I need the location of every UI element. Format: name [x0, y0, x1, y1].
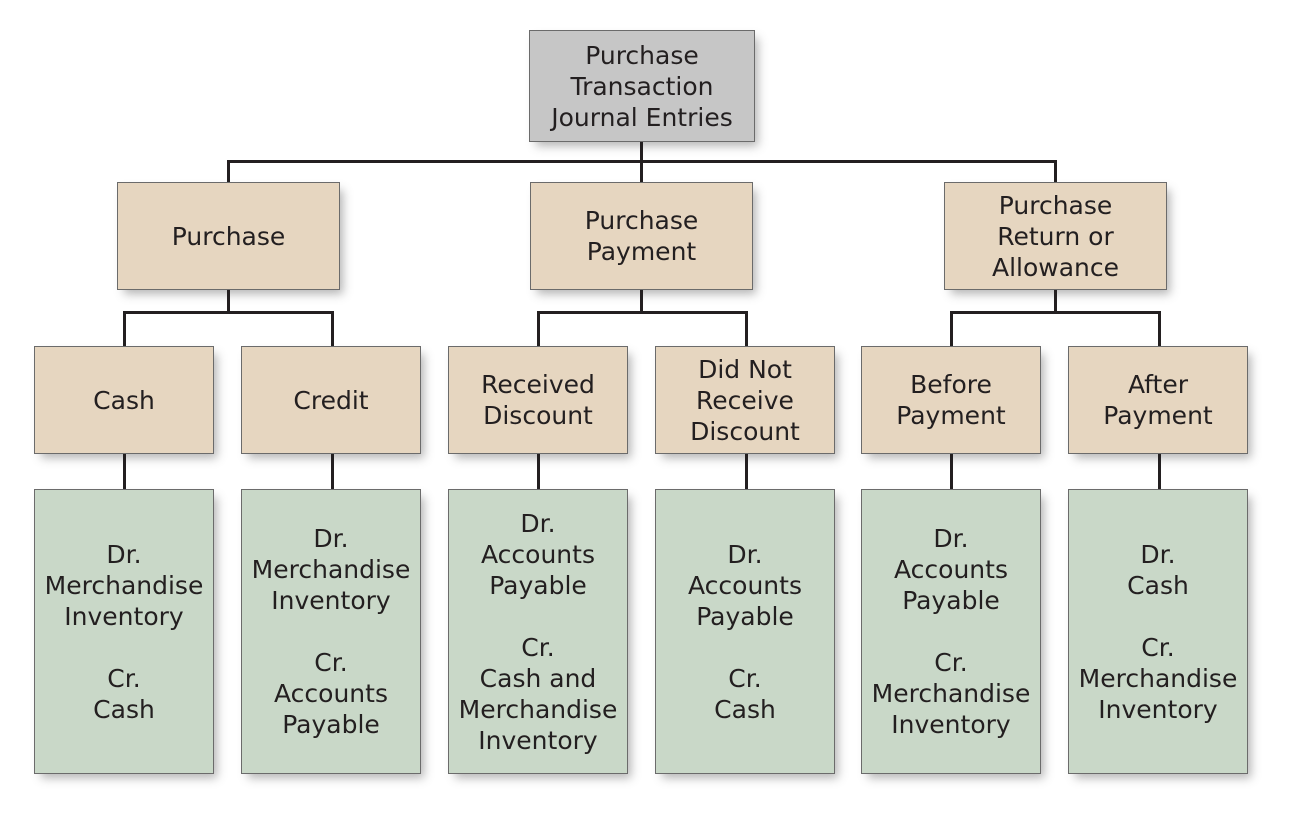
connector-after-payment-to-entry: [1158, 454, 1161, 489]
node-before-payment-label: Before Payment: [896, 370, 1006, 430]
node-root-label: Purchase Transaction Journal Entries: [551, 40, 733, 132]
node-root-purchase-transaction-journal-entries: Purchase Transaction Journal Entries: [529, 30, 755, 142]
node-before-payment: Before Payment: [861, 346, 1041, 454]
journal-entry-did-not-receive-discount: Dr. Accounts Payable Cr. Cash: [655, 489, 835, 774]
connector-cash-to-entry: [123, 454, 126, 489]
journal-entry-before-payment: Dr. Accounts Payable Cr. Merchandise Inv…: [861, 489, 1041, 774]
journal-entry-text: Dr. Accounts Payable Cr. Merchandise Inv…: [871, 524, 1031, 739]
node-purchase-label: Purchase: [171, 221, 286, 251]
journal-entry-text: Dr. Accounts Payable Cr. Cash and Mercha…: [458, 508, 618, 755]
node-credit: Credit: [241, 346, 421, 454]
journal-entry-purchase-cash: Dr. Merchandise Inventory Cr. Cash: [34, 489, 214, 774]
node-purchase-return-or-allowance: Purchase Return or Allowance: [944, 182, 1167, 290]
connector-purchase-return-stem: [1054, 290, 1057, 313]
journal-entry-received-discount: Dr. Accounts Payable Cr. Cash and Mercha…: [448, 489, 628, 774]
connector-purchase-payment-stem: [640, 290, 643, 313]
node-received-discount-label: Received Discount: [481, 370, 595, 430]
connector-return-to-after-payment: [1158, 311, 1161, 346]
connector-purchase-bus: [123, 311, 334, 314]
connector-return-to-before-payment: [950, 311, 953, 346]
node-credit-label: Credit: [293, 385, 369, 415]
journal-entry-after-payment: Dr. Cash Cr. Merchandise Inventory: [1068, 489, 1248, 774]
node-purchase-return-or-allowance-label: Purchase Return or Allowance: [991, 190, 1120, 282]
connector-did-not-receive-discount-to-entry: [745, 454, 748, 489]
connector-credit-to-entry: [331, 454, 334, 489]
connector-bus-to-purchase-payment: [640, 160, 643, 182]
connector-purchase-to-cash: [123, 311, 126, 346]
connector-purchase-payment-bus: [537, 311, 748, 314]
connector-bus-to-purchase: [227, 160, 230, 182]
node-purchase: Purchase: [117, 182, 340, 290]
node-after-payment-label: After Payment: [1103, 370, 1213, 430]
journal-entry-text: Dr. Accounts Payable Cr. Cash: [688, 539, 802, 724]
connector-payment-to-received-discount: [537, 311, 540, 346]
connector-root-stem: [640, 142, 643, 162]
journal-entry-purchase-credit: Dr. Merchandise Inventory Cr. Accounts P…: [241, 489, 421, 774]
journal-entry-text: Dr. Merchandise Inventory Cr. Cash: [44, 539, 204, 724]
node-after-payment: After Payment: [1068, 346, 1248, 454]
connector-payment-to-did-not-receive-discount: [745, 311, 748, 346]
connector-bus-to-purchase-return: [1054, 160, 1057, 182]
node-did-not-receive-discount-label: Did Not Receive Discount: [690, 354, 800, 446]
node-cash-label: Cash: [93, 385, 155, 415]
node-purchase-payment: Purchase Payment: [530, 182, 753, 290]
connector-purchase-stem: [227, 290, 230, 313]
journal-entry-text: Dr. Cash Cr. Merchandise Inventory: [1078, 539, 1238, 724]
node-received-discount: Received Discount: [448, 346, 628, 454]
connector-purchase-to-credit: [331, 311, 334, 346]
node-did-not-receive-discount: Did Not Receive Discount: [655, 346, 835, 454]
connector-purchase-return-bus: [950, 311, 1161, 314]
node-cash: Cash: [34, 346, 214, 454]
connector-received-discount-to-entry: [537, 454, 540, 489]
node-purchase-payment-label: Purchase Payment: [584, 206, 699, 266]
journal-entry-text: Dr. Merchandise Inventory Cr. Accounts P…: [251, 524, 411, 739]
connector-before-payment-to-entry: [950, 454, 953, 489]
